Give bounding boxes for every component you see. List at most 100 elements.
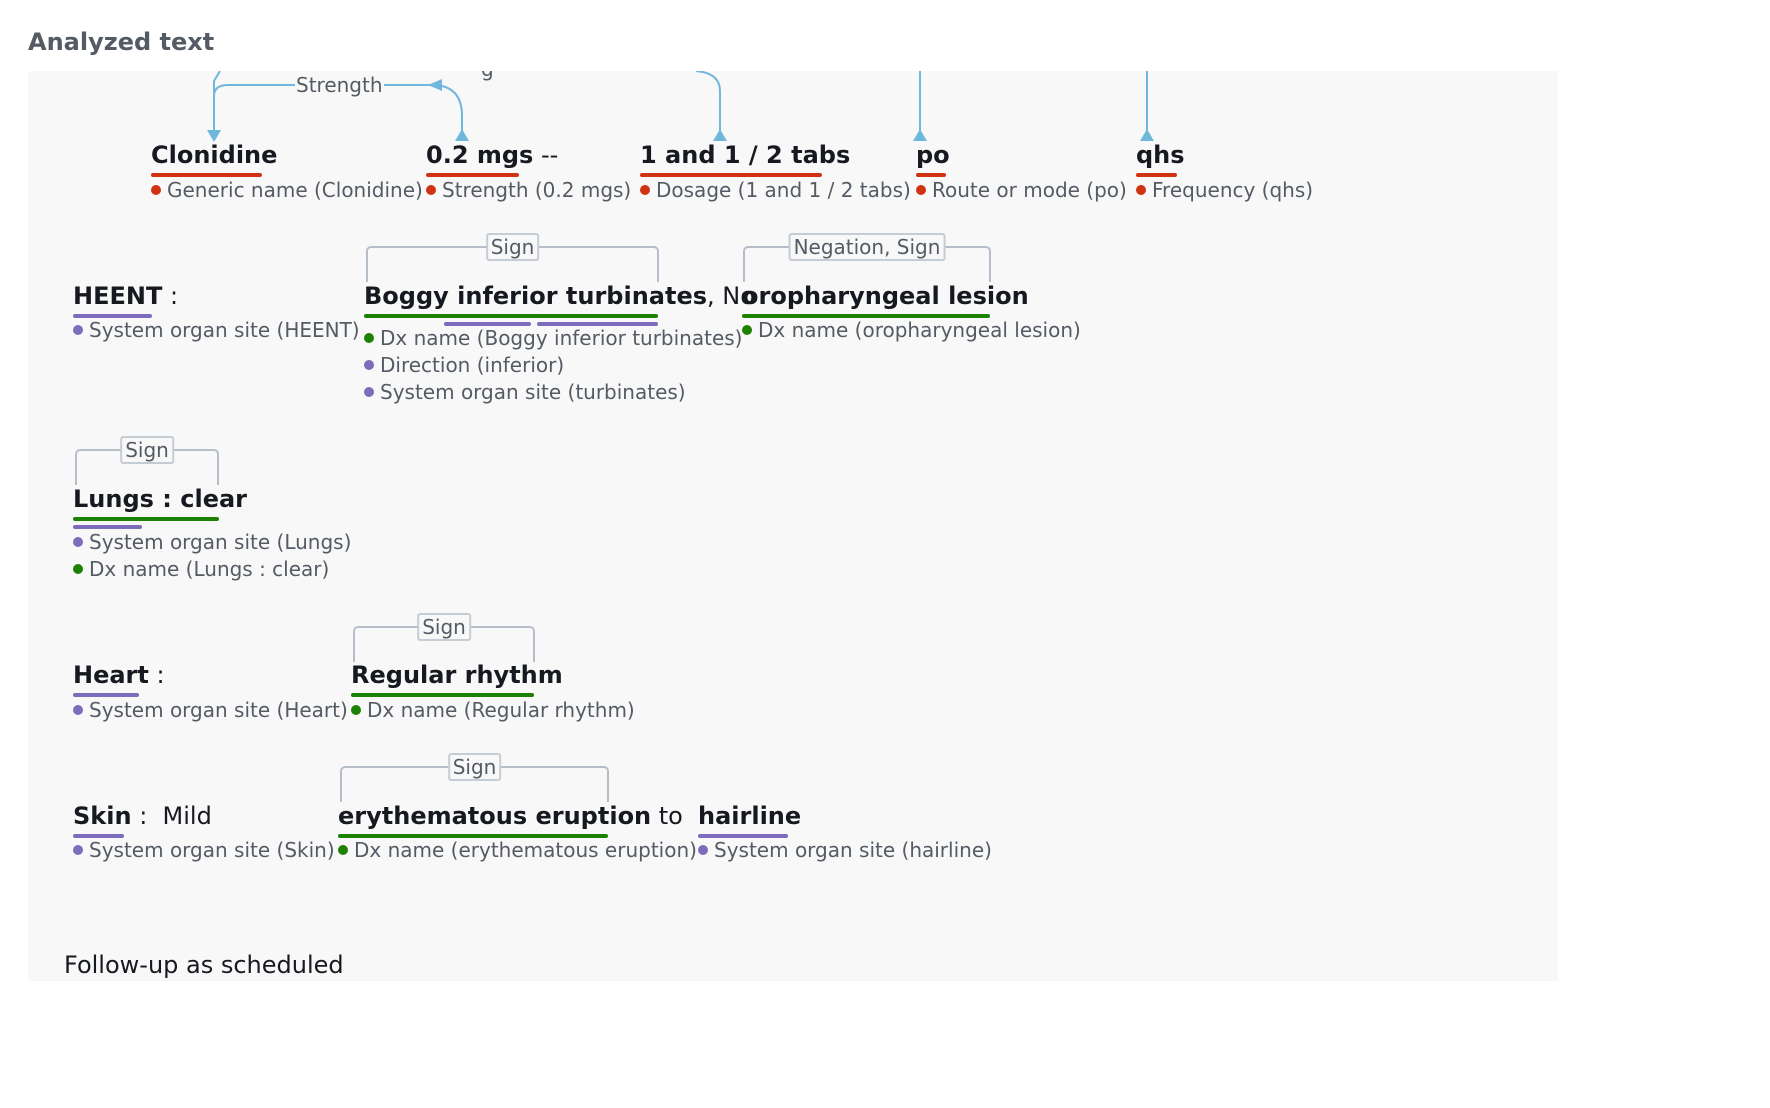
entity-dosage[interactable]: 1 and 1 / 2 tabs: [640, 140, 851, 177]
anatomy-underline: [73, 525, 142, 529]
entity-tags: Strength (0.2 mgs): [426, 177, 631, 204]
anatomy-underline: [698, 834, 788, 838]
medication-dot-icon: [916, 185, 926, 195]
tag-dx-name: Dx name (Regular rhythm): [351, 697, 635, 724]
entity-heart[interactable]: Heart :: [73, 660, 165, 697]
entity-text: Clonidine: [151, 141, 278, 169]
direction-underline: [444, 322, 531, 326]
entity-hairline[interactable]: hairline: [698, 801, 801, 838]
tag-frequency: Frequency (qhs): [1136, 177, 1313, 204]
entity-tags: System organ site (Heart): [73, 697, 348, 724]
tag-text: System organ site (hairline): [714, 838, 992, 862]
entity-clonidine[interactable]: Clonidine: [151, 140, 278, 177]
trait-label: Negation, Sign: [788, 233, 946, 261]
tag-dosage: Dosage (1 and 1 / 2 tabs): [640, 177, 911, 204]
relationship-label-strength: Strength: [295, 73, 384, 97]
trait-label: Sign: [447, 753, 502, 781]
tag-system-organ-site: System organ site (Skin): [73, 837, 335, 864]
trait-bracket: Sign: [75, 436, 219, 485]
entity-tags: System organ site (HEENT): [73, 317, 360, 344]
entity-tags: Dx name (oropharyngeal lesion): [742, 317, 1081, 344]
tag-text: System organ site (turbinates): [380, 380, 686, 404]
relationship-arrows: [207, 71, 1154, 142]
trait-label: Sign: [485, 233, 540, 261]
entity-tags: System organ site (hairline): [698, 837, 992, 864]
tag-text: Dx name (oropharyngeal lesion): [758, 318, 1081, 342]
condition-dot-icon: [73, 564, 83, 574]
trait-bracket: Negation, Sign: [743, 233, 991, 282]
entity-skin[interactable]: Skin : Mild: [73, 801, 212, 838]
anatomy-dot-icon: [364, 387, 374, 397]
entity-tags: Generic name (Clonidine): [151, 177, 423, 204]
tag-text: Strength (0.2 mgs): [442, 178, 632, 202]
anatomy-underline: [73, 834, 124, 838]
entity-text: Boggy inferior turbinates: [364, 282, 708, 310]
entity-text: Skin: [73, 802, 132, 830]
tag-dx-name: Dx name (oropharyngeal lesion): [742, 317, 1081, 344]
tag-dx-name: Dx name (Boggy inferior turbinates): [364, 325, 742, 352]
anatomy-dot-icon: [73, 705, 83, 715]
entity-tags: Dosage (1 and 1 / 2 tabs): [640, 177, 911, 204]
tag-text: Dx name (Boggy inferior turbinates): [380, 326, 743, 350]
tag-system-organ-site: System organ site (HEENT): [73, 317, 360, 344]
tag-text: System organ site (HEENT): [89, 318, 360, 342]
entity-text: Lungs : clear: [73, 485, 247, 513]
anatomy-dot-icon: [73, 845, 83, 855]
tag-system-organ-site: System organ site (turbinates): [364, 379, 742, 406]
entity-boggy-inferior-turbinates[interactable]: Boggy inferior turbinates, No: [364, 281, 755, 326]
arrow-head-frequency: [1140, 129, 1154, 141]
tag-direction: Direction (inferior): [364, 352, 742, 379]
entity-tags: Dx name (Regular rhythm): [351, 697, 635, 724]
tag-generic-name: Generic name (Clonidine): [151, 177, 423, 204]
condition-dot-icon: [338, 845, 348, 855]
tag-text: System organ site (Skin): [89, 838, 335, 862]
condition-underline: [338, 834, 608, 838]
entity-regular-rhythm[interactable]: Regular rhythm: [351, 660, 563, 697]
entity-text: po: [916, 141, 950, 169]
entity-heent[interactable]: HEENT :: [73, 281, 179, 318]
entity-lungs-clear[interactable]: Lungs : clear: [73, 484, 247, 529]
entity-tags: Dx name (Boggy inferior turbinates) Dire…: [364, 325, 742, 406]
tag-text: Dx name (erythematous eruption): [354, 838, 697, 862]
trait-bracket: Sign: [353, 613, 535, 662]
entity-text: 0.2 mgs: [426, 141, 534, 169]
tag-text: Direction (inferior): [380, 353, 565, 377]
arrow-head-dosage: [713, 129, 727, 141]
entity-oropharyngeal-lesion[interactable]: oropharyngeal lesion: [742, 281, 1029, 318]
condition-underline: [364, 314, 658, 318]
arrow-head-route: [913, 129, 927, 141]
entity-text: oropharyngeal lesion: [742, 282, 1029, 310]
entity-strength[interactable]: 0.2 mgs --: [426, 140, 558, 177]
medication-underline: [916, 173, 946, 177]
tag-text: Frequency (qhs): [1152, 178, 1314, 202]
anatomy-underline: [537, 322, 658, 326]
arrow-head-strength: [455, 129, 469, 141]
entity-erythematous-eruption[interactable]: erythematous eruption to: [338, 801, 683, 838]
tag-dx-name: Dx name (Lungs : clear): [73, 556, 351, 583]
entity-tags: System organ site (Skin): [73, 837, 335, 864]
tag-strength: Strength (0.2 mgs): [426, 177, 631, 204]
medication-dot-icon: [426, 185, 436, 195]
anatomy-dot-icon: [698, 845, 708, 855]
anatomy-underline: [73, 693, 139, 697]
condition-underline: [742, 314, 990, 318]
arrow-head-strength-left: [428, 79, 442, 91]
arrow-head-clonidine: [207, 130, 221, 142]
tag-system-organ-site: System organ site (hairline): [698, 837, 992, 864]
medication-dot-icon: [1136, 185, 1146, 195]
entity-text: 1 and 1 / 2 tabs: [640, 141, 851, 169]
tag-text: Generic name (Clonidine): [167, 178, 423, 202]
entity-tags: Frequency (qhs): [1136, 177, 1313, 204]
condition-underline: [351, 693, 534, 697]
entity-route[interactable]: po: [916, 140, 950, 177]
entity-separator: : Mild: [131, 802, 212, 830]
entity-text: HEENT: [73, 282, 163, 310]
condition-dot-icon: [351, 705, 361, 715]
entity-frequency[interactable]: qhs: [1136, 140, 1185, 177]
anatomy-dot-icon: [73, 325, 83, 335]
tag-text: Dosage (1 and 1 / 2 tabs): [656, 178, 911, 202]
entity-separator: :: [162, 282, 179, 310]
entity-text: Regular rhythm: [351, 661, 563, 689]
medication-dot-icon: [151, 185, 161, 195]
trait-label: Sign: [120, 436, 174, 464]
